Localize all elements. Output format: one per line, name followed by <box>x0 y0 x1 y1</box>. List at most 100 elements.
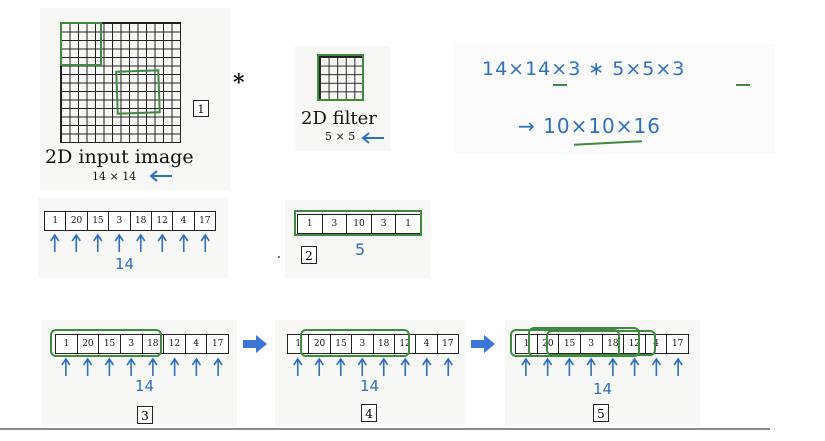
strip-cell: 4 <box>646 335 668 353</box>
receptive-field-middle <box>115 69 161 115</box>
up-arrow-icon <box>443 357 453 376</box>
receptive-field-top-left <box>60 22 102 66</box>
step-box-1: 1 <box>193 100 209 117</box>
equation-panel <box>455 44 775 154</box>
strip-cell: 12 <box>152 212 174 230</box>
strip-cell: 1 <box>516 335 538 353</box>
strip-cell: 15 <box>88 212 110 230</box>
step3-window <box>50 329 162 357</box>
step-box-4: 4 <box>361 404 377 422</box>
strip-cell: 12 <box>395 335 417 353</box>
strip-cell: 4 <box>173 212 195 230</box>
strip-cell: 10 <box>347 215 372 233</box>
up-arrow-icon <box>357 357 367 376</box>
up-arrow-icon <box>608 357 618 376</box>
strip-cell: 3 <box>581 335 603 353</box>
step3-arrows <box>61 357 223 376</box>
input-image-label: 2D input image <box>45 146 194 168</box>
filter-size-arrow <box>361 132 384 144</box>
strip-cell: 4 <box>186 335 208 353</box>
strip-cell: 12 <box>164 335 186 353</box>
strip-cell: 20 <box>309 335 331 353</box>
up-arrow-icon <box>136 233 146 252</box>
filter-size-label: 5 × 5 <box>325 130 356 143</box>
step4-arrows <box>293 357 453 376</box>
step4-window <box>300 329 410 357</box>
input-size-label: 14 × 14 <box>92 170 137 183</box>
filter-outline <box>317 54 364 101</box>
equation-input-dims: 14×14×3 ∗ 5×5×3 <box>482 58 686 80</box>
step-box-5: 5 <box>593 404 609 422</box>
strip-cell: 17 <box>442 339 454 349</box>
up-arrow-icon <box>50 233 60 252</box>
row2-count-label: 14 <box>115 255 135 273</box>
strip-cell: 17 <box>211 339 224 349</box>
step5-count-label: 14 <box>593 380 613 398</box>
strip-cell: 17 <box>671 339 684 349</box>
up-arrow-icon <box>114 233 124 252</box>
up-arrow-icon <box>71 233 81 252</box>
up-arrow-icon <box>564 357 575 376</box>
up-arrow-icon <box>629 357 640 376</box>
up-arrow-icon <box>586 357 596 376</box>
row2-filter-length: 5 <box>355 240 366 259</box>
strip-cell: 1 <box>405 219 412 229</box>
convolution-operator: * <box>233 70 245 96</box>
up-arrow-icon <box>148 357 158 376</box>
up-arrow-icon <box>213 357 223 376</box>
up-arrow-icon <box>191 357 202 376</box>
step5-window-c <box>546 330 656 356</box>
step-box-3: 3 <box>137 406 153 424</box>
strip-cell: 1 <box>288 335 310 353</box>
up-arrow-icon <box>422 357 432 376</box>
row2-filter-panel <box>285 200 430 278</box>
up-arrow-icon <box>157 233 167 252</box>
step3-count-label: 14 <box>135 377 155 395</box>
step5-window-b <box>528 327 640 357</box>
up-arrow-icon <box>104 357 115 376</box>
strip-cell: 18 <box>143 335 165 353</box>
up-arrow-icon <box>93 233 103 252</box>
up-arrow-icon <box>336 357 346 376</box>
up-arrow-icon <box>82 357 93 376</box>
strip-cell: 3 <box>372 215 397 233</box>
up-arrow-icon <box>169 357 180 376</box>
input-image-grid <box>60 22 181 143</box>
strip-cell: 20 <box>78 335 100 353</box>
bottom-divider <box>0 428 770 430</box>
strip-cell: 1 <box>298 215 323 233</box>
strip-cell: 1 <box>56 335 78 353</box>
strip-cell: 20 <box>66 212 88 230</box>
strip-cell: 15 <box>331 335 353 353</box>
up-arrow-icon <box>673 357 683 376</box>
dot-marker <box>278 256 280 258</box>
next-step-arrow-1 <box>243 335 267 353</box>
strip-cell: 18 <box>374 335 395 353</box>
up-arrow-icon <box>61 357 71 376</box>
up-arrow-icon <box>293 357 303 376</box>
up-arrow-icon <box>542 357 553 376</box>
up-arrow-icon <box>400 357 410 376</box>
equation-output-dims: → 10×10×16 <box>518 114 661 138</box>
strip-cell: 18 <box>603 335 625 353</box>
strip-cell: 17 <box>199 216 211 226</box>
strip-cell: 12 <box>624 335 646 353</box>
strip-cell: 3 <box>323 215 348 233</box>
up-arrow-icon <box>651 357 662 376</box>
underline-3-input <box>553 84 567 86</box>
underline-3-filter <box>736 84 750 86</box>
strip-cell: 3 <box>109 212 131 230</box>
up-arrow-icon <box>179 233 189 252</box>
row2-arrows <box>50 233 210 252</box>
row2-filter-outline <box>294 210 422 236</box>
strip-cell: 18 <box>131 212 152 230</box>
strip-cell: 3 <box>121 335 143 353</box>
strip-cell: 4 <box>416 335 438 353</box>
up-arrow-icon <box>126 357 136 376</box>
up-arrow-icon <box>521 357 531 376</box>
